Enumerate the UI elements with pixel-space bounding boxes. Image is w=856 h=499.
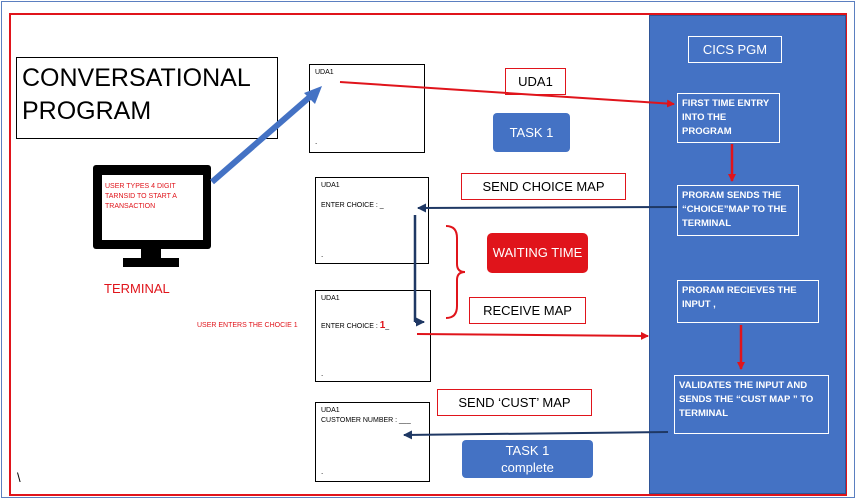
screen-uda-label: UDA1 bbox=[321, 182, 340, 189]
uda1-to-program-arrow bbox=[339, 81, 675, 108]
screen-choice-entered: ENTER CHOICE : 1_ bbox=[321, 320, 389, 331]
send-choice-map-label: SEND CHOICE MAP bbox=[461, 173, 626, 200]
screen-mark: . bbox=[321, 369, 324, 378]
user-enters-choice-note: USER ENTERS THE CHOCIE 1 bbox=[197, 322, 298, 329]
step-receive-input: PRORAM RECIEVES THE INPUT , bbox=[677, 280, 819, 323]
stray-backslash: \ bbox=[17, 470, 21, 485]
send-cust-map-arrow bbox=[403, 430, 669, 440]
monitor-neck bbox=[141, 249, 161, 259]
choice-cursor: _ bbox=[385, 323, 390, 330]
terminal-screen-user-input: UDA1 ENTER CHOICE : 1_ . bbox=[315, 290, 431, 382]
cics-pgm-title: CICS PGM bbox=[688, 36, 782, 63]
task-1-complete-badge: TASK 1 complete bbox=[462, 440, 593, 478]
red-border-frame bbox=[9, 13, 847, 496]
screen-mark: . bbox=[315, 137, 318, 146]
monitor-screen-text: USER TYPES 4 DIGIT TARNSID TO START A TR… bbox=[102, 175, 203, 240]
send-cust-map-label: SEND ‘CUST’ MAP bbox=[437, 389, 592, 416]
step-validate-send-cust: VALIDATES THE INPUT AND SENDS THE “CUST … bbox=[674, 375, 829, 434]
terminal-label: TERMINAL bbox=[104, 281, 170, 296]
choice-value: 1 bbox=[379, 320, 386, 331]
diagram-title: CONVERSATIONAL PROGRAM bbox=[16, 57, 278, 139]
title-line-1: CONVERSATIONAL bbox=[22, 64, 251, 92]
terminal-to-screen-arrow bbox=[210, 92, 314, 185]
waiting-time-badge: WAITING TIME bbox=[487, 233, 588, 273]
screen-uda-label: UDA1 bbox=[315, 69, 334, 76]
task-1-badge: TASK 1 bbox=[493, 113, 570, 152]
receive-map-label: RECEIVE MAP bbox=[469, 297, 586, 324]
cics-program-panel bbox=[649, 15, 846, 494]
terminal-screen-customer: UDA1 CUSTOMER NUMBER : ___ . bbox=[315, 402, 430, 482]
screen-mark: . bbox=[321, 467, 324, 476]
waiting-time-brace bbox=[445, 225, 466, 319]
step-first-entry: FIRST TIME ENTRY INTO THE PROGRAM bbox=[677, 93, 780, 143]
screen-choice-prompt: ENTER CHOICE : _ bbox=[321, 202, 384, 209]
send-choice-map-arrow bbox=[417, 203, 678, 213]
screen-customer-prompt: CUSTOMER NUMBER : ___ bbox=[321, 417, 411, 424]
monitor-base bbox=[123, 258, 179, 267]
choice-prompt-text: ENTER CHOICE : bbox=[321, 323, 380, 330]
terminal-screen-initial: UDA1 . bbox=[309, 64, 425, 153]
step-send-choice: PRORAM SENDS THE “CHOICE”MAP TO THE TERM… bbox=[677, 185, 799, 236]
screen-uda-label: UDA1 bbox=[321, 295, 340, 302]
title-line-2: PROGRAM bbox=[22, 97, 152, 125]
receive-map-arrow bbox=[416, 331, 649, 340]
screen-uda-label: UDA1 bbox=[321, 407, 340, 414]
terminal-screen-choice: UDA1 ENTER CHOICE : _ . bbox=[315, 177, 429, 264]
screen-mark: . bbox=[321, 250, 324, 259]
terminal-to-screen-arrowhead bbox=[304, 86, 322, 104]
